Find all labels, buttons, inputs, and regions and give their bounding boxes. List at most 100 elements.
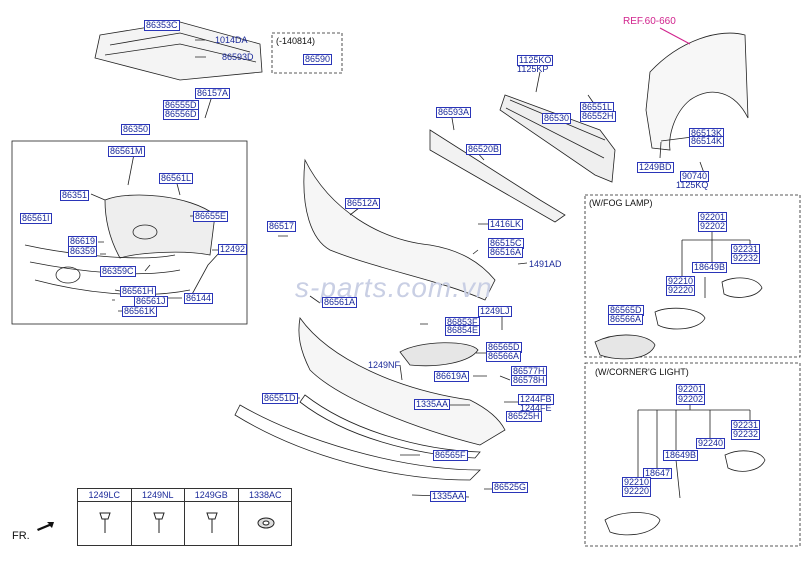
corner-part-18649B[interactable]: 18649B: [663, 450, 699, 461]
corner-part-92202[interactable]: 92202: [676, 394, 706, 405]
lower-bumper-shape: [298, 316, 506, 446]
part-86551D[interactable]: 86551D: [262, 393, 298, 404]
part-86561A[interactable]: 86561A: [322, 297, 358, 308]
corner-lamp-shape: [604, 512, 661, 536]
part-86530[interactable]: 86530: [542, 113, 572, 124]
part-86512A[interactable]: 86512A: [345, 198, 381, 209]
part-86561M[interactable]: 86561M: [108, 146, 145, 157]
part-86565F[interactable]: 86565F: [433, 450, 468, 461]
part-86590[interactable]: 86590: [303, 54, 333, 65]
fastener-code: 1249NL: [131, 489, 184, 502]
fastener-cell[interactable]: 1338AC: [238, 489, 292, 545]
part-1249NF[interactable]: 1249NF: [368, 360, 401, 370]
part-1335AA[interactable]: 1335AA: [414, 399, 451, 410]
fog-lamp-title: (W/FOG LAMP): [589, 198, 653, 208]
absorber-shape: [429, 129, 566, 223]
grille-shape: [104, 194, 216, 259]
part-86593A[interactable]: 86593A: [436, 107, 472, 118]
part-1014DA[interactable]: 1014DA: [215, 35, 248, 45]
part-86561K[interactable]: 86561K: [122, 306, 158, 317]
fastener-code: 1249LC: [78, 489, 131, 502]
part-1335AA-lower[interactable]: 1335AA: [430, 491, 467, 502]
front-arrow-icon: [37, 522, 54, 531]
screw-icon: [152, 512, 165, 533]
part-86517[interactable]: 86517: [267, 221, 297, 232]
fastener-code: 1249GB: [185, 489, 238, 502]
screw-icon: [206, 512, 218, 533]
lower-strip-shape: [299, 394, 481, 459]
part-1244FB[interactable]: 1244FB: [518, 394, 554, 405]
part-86854E[interactable]: 86854E: [445, 325, 481, 336]
lower-emblem: [55, 266, 81, 284]
part-1244FE[interactable]: 1244FE: [520, 403, 552, 413]
corner-light-title: (W/CORNER'G LIGHT): [595, 367, 689, 377]
corner-light-frame: [584, 362, 801, 547]
part-86525G[interactable]: 86525G: [492, 482, 529, 493]
part-86359C[interactable]: 86359C: [100, 266, 136, 277]
fastener-cell[interactable]: 1249GB: [185, 489, 239, 545]
part-12492[interactable]: 12492: [218, 244, 248, 255]
corner-part-92232[interactable]: 92232: [731, 429, 761, 440]
ref-link[interactable]: REF.60-660: [623, 16, 676, 27]
part-86359[interactable]: 86359: [68, 246, 98, 257]
fastener-table: 1249LC 1249NL 1249GB 1338AC: [77, 488, 292, 546]
upper-cover-shape: [94, 21, 263, 81]
part-86157A[interactable]: 86157A: [195, 88, 231, 99]
part-86561I[interactable]: 86561I: [20, 213, 52, 224]
part-86561L[interactable]: 86561L: [159, 173, 194, 184]
skid-plate-shape: [234, 404, 481, 481]
front-direction-label: FR.: [12, 530, 30, 542]
part-1125KO[interactable]: 1125KO: [517, 55, 554, 66]
part-1416LK[interactable]: 1416LK: [488, 219, 524, 230]
corner-part-92220[interactable]: 92220: [622, 486, 652, 497]
fog-lamp-2-shape: [721, 277, 763, 298]
part-86351[interactable]: 86351: [60, 190, 90, 201]
upper-bumper-shape: [303, 158, 496, 301]
part-90740[interactable]: 90740: [680, 171, 710, 182]
beam-shape: [499, 94, 616, 183]
date-box-label: (-140814): [276, 36, 316, 46]
part-86353C[interactable]: 86353C: [144, 20, 180, 31]
corner-tree-lines: [637, 405, 751, 499]
fastener-code: 1338AC: [238, 489, 292, 502]
part-86556D[interactable]: 86556D: [163, 109, 199, 120]
fog-part-86566A[interactable]: 86566A: [608, 314, 644, 325]
part-86619A[interactable]: 86619A: [434, 371, 470, 382]
part-86655E[interactable]: 86655E: [193, 211, 229, 222]
corner-part-18647[interactable]: 18647: [643, 468, 673, 479]
part-1249BD[interactable]: 1249BD: [637, 162, 674, 173]
part-86514K[interactable]: 86514K: [689, 136, 725, 147]
part-86144[interactable]: 86144: [184, 293, 214, 304]
upper-cover-ribs: [104, 32, 257, 63]
nut-icon: [257, 517, 274, 529]
part-86578H[interactable]: 86578H: [511, 375, 547, 386]
part-86350[interactable]: 86350: [121, 124, 151, 135]
part-86566A[interactable]: 86566A: [486, 351, 522, 362]
fastener-cell[interactable]: 1249NL: [131, 489, 185, 545]
fog-bezel-shape: [399, 342, 479, 367]
part-86516A[interactable]: 86516A: [488, 247, 524, 258]
fastener-cell[interactable]: 1249LC: [78, 489, 132, 545]
fog-tree-lines: [681, 232, 751, 298]
part-1491AD[interactable]: 1491AD: [529, 259, 562, 269]
part-86593D[interactable]: 86593D: [222, 52, 254, 62]
part-1125KP[interactable]: 1125KP: [517, 64, 549, 74]
screw-icon: [99, 512, 111, 533]
fog-part-92232[interactable]: 92232: [731, 253, 761, 264]
fog-part-92220[interactable]: 92220: [666, 285, 696, 296]
corner-part-92240[interactable]: 92240: [696, 438, 726, 449]
corner-lamp-2-shape: [724, 450, 766, 472]
part-86520B[interactable]: 86520B: [466, 144, 502, 155]
part-1125KQ[interactable]: 1125KQ: [676, 180, 709, 190]
fog-lamp-frame: [584, 194, 801, 358]
fog-lamp-shape: [654, 307, 706, 330]
fog-bezel-2-shape: [594, 334, 656, 360]
grille-group-frame: [11, 140, 248, 325]
part-1249LJ[interactable]: 1249LJ: [478, 306, 512, 317]
part-86525H[interactable]: 86525H: [506, 411, 542, 422]
grille-emblem: [132, 224, 158, 240]
fog-part-92202[interactable]: 92202: [698, 221, 728, 232]
part-86552H[interactable]: 86552H: [580, 111, 616, 122]
fog-part-18649B[interactable]: 18649B: [692, 262, 728, 273]
